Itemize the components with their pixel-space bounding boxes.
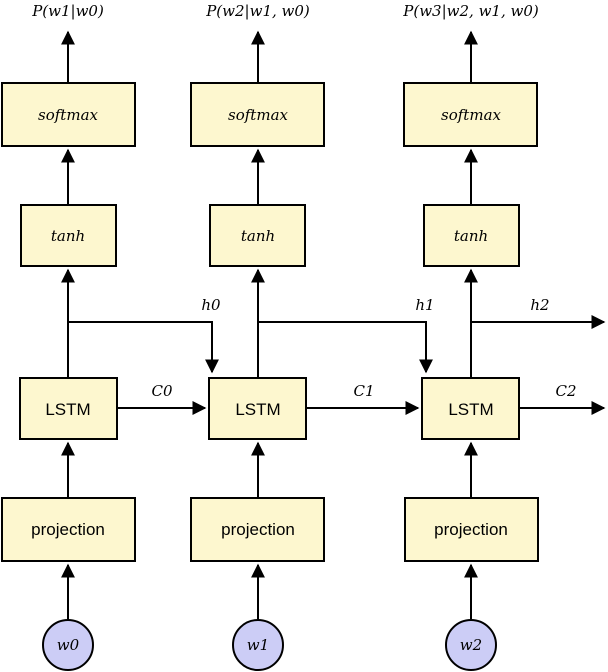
cell-state-0-label: C0 bbox=[151, 382, 172, 400]
tanh-box bbox=[423, 204, 520, 267]
softmax-box bbox=[190, 82, 325, 147]
lstm-box bbox=[208, 377, 307, 440]
lstm-box bbox=[19, 377, 118, 440]
input-word-node bbox=[445, 619, 497, 671]
input-word-label: w0 bbox=[57, 636, 80, 654]
tanh-box bbox=[209, 204, 306, 267]
tanh-label: tanh bbox=[241, 227, 275, 245]
cell-state-2-label: C2 bbox=[555, 382, 576, 400]
lstm-label: LSTM bbox=[45, 400, 90, 419]
output-probability-label: P(w3|w2, w1, w0) bbox=[402, 2, 539, 20]
projection-label: projection bbox=[434, 520, 508, 539]
softmax-label: softmax bbox=[228, 106, 288, 124]
input-word-node bbox=[42, 619, 94, 671]
hidden-state-2-label: h2 bbox=[530, 296, 549, 314]
hidden-state-connections: h0 h1 h2 bbox=[68, 296, 606, 374]
lstm-box bbox=[421, 377, 520, 440]
column-0: P(w1|w0) softmax tanh LSTM projection w0 bbox=[1, 2, 136, 671]
softmax-box bbox=[403, 82, 538, 147]
projection-box bbox=[1, 497, 136, 562]
softmax-box bbox=[1, 82, 136, 147]
cell-state-connections: C0 C1 C2 bbox=[117, 382, 606, 415]
projection-box bbox=[190, 497, 325, 562]
tanh-box bbox=[20, 204, 117, 267]
column-2: P(w3|w2, w1, w0) softmax tanh LSTM proje… bbox=[402, 2, 539, 671]
hidden-state-1-label: h1 bbox=[415, 296, 434, 314]
lstm-label: LSTM bbox=[235, 400, 280, 419]
projection-box bbox=[404, 497, 539, 562]
input-word-node bbox=[232, 619, 284, 671]
output-probability-label: P(w1|w0) bbox=[31, 2, 104, 20]
projection-label: projection bbox=[31, 520, 105, 539]
cell-state-1-label: C1 bbox=[353, 382, 374, 400]
output-probability-label: P(w2|w1, w0) bbox=[205, 2, 310, 20]
input-word-label: w1 bbox=[247, 636, 269, 654]
tanh-label: tanh bbox=[454, 227, 488, 245]
softmax-label: softmax bbox=[38, 106, 98, 124]
input-word-label: w2 bbox=[460, 636, 482, 654]
projection-label: projection bbox=[221, 520, 295, 539]
hidden-state-0-arrow bbox=[68, 321, 219, 374]
hidden-state-0-label: h0 bbox=[201, 296, 221, 314]
lstm-label: LSTM bbox=[448, 400, 493, 419]
softmax-label: softmax bbox=[441, 106, 501, 124]
tanh-label: tanh bbox=[51, 227, 85, 245]
hidden-state-1-arrow bbox=[258, 321, 433, 374]
column-1: P(w2|w1, w0) softmax tanh LSTM projectio… bbox=[190, 2, 325, 671]
